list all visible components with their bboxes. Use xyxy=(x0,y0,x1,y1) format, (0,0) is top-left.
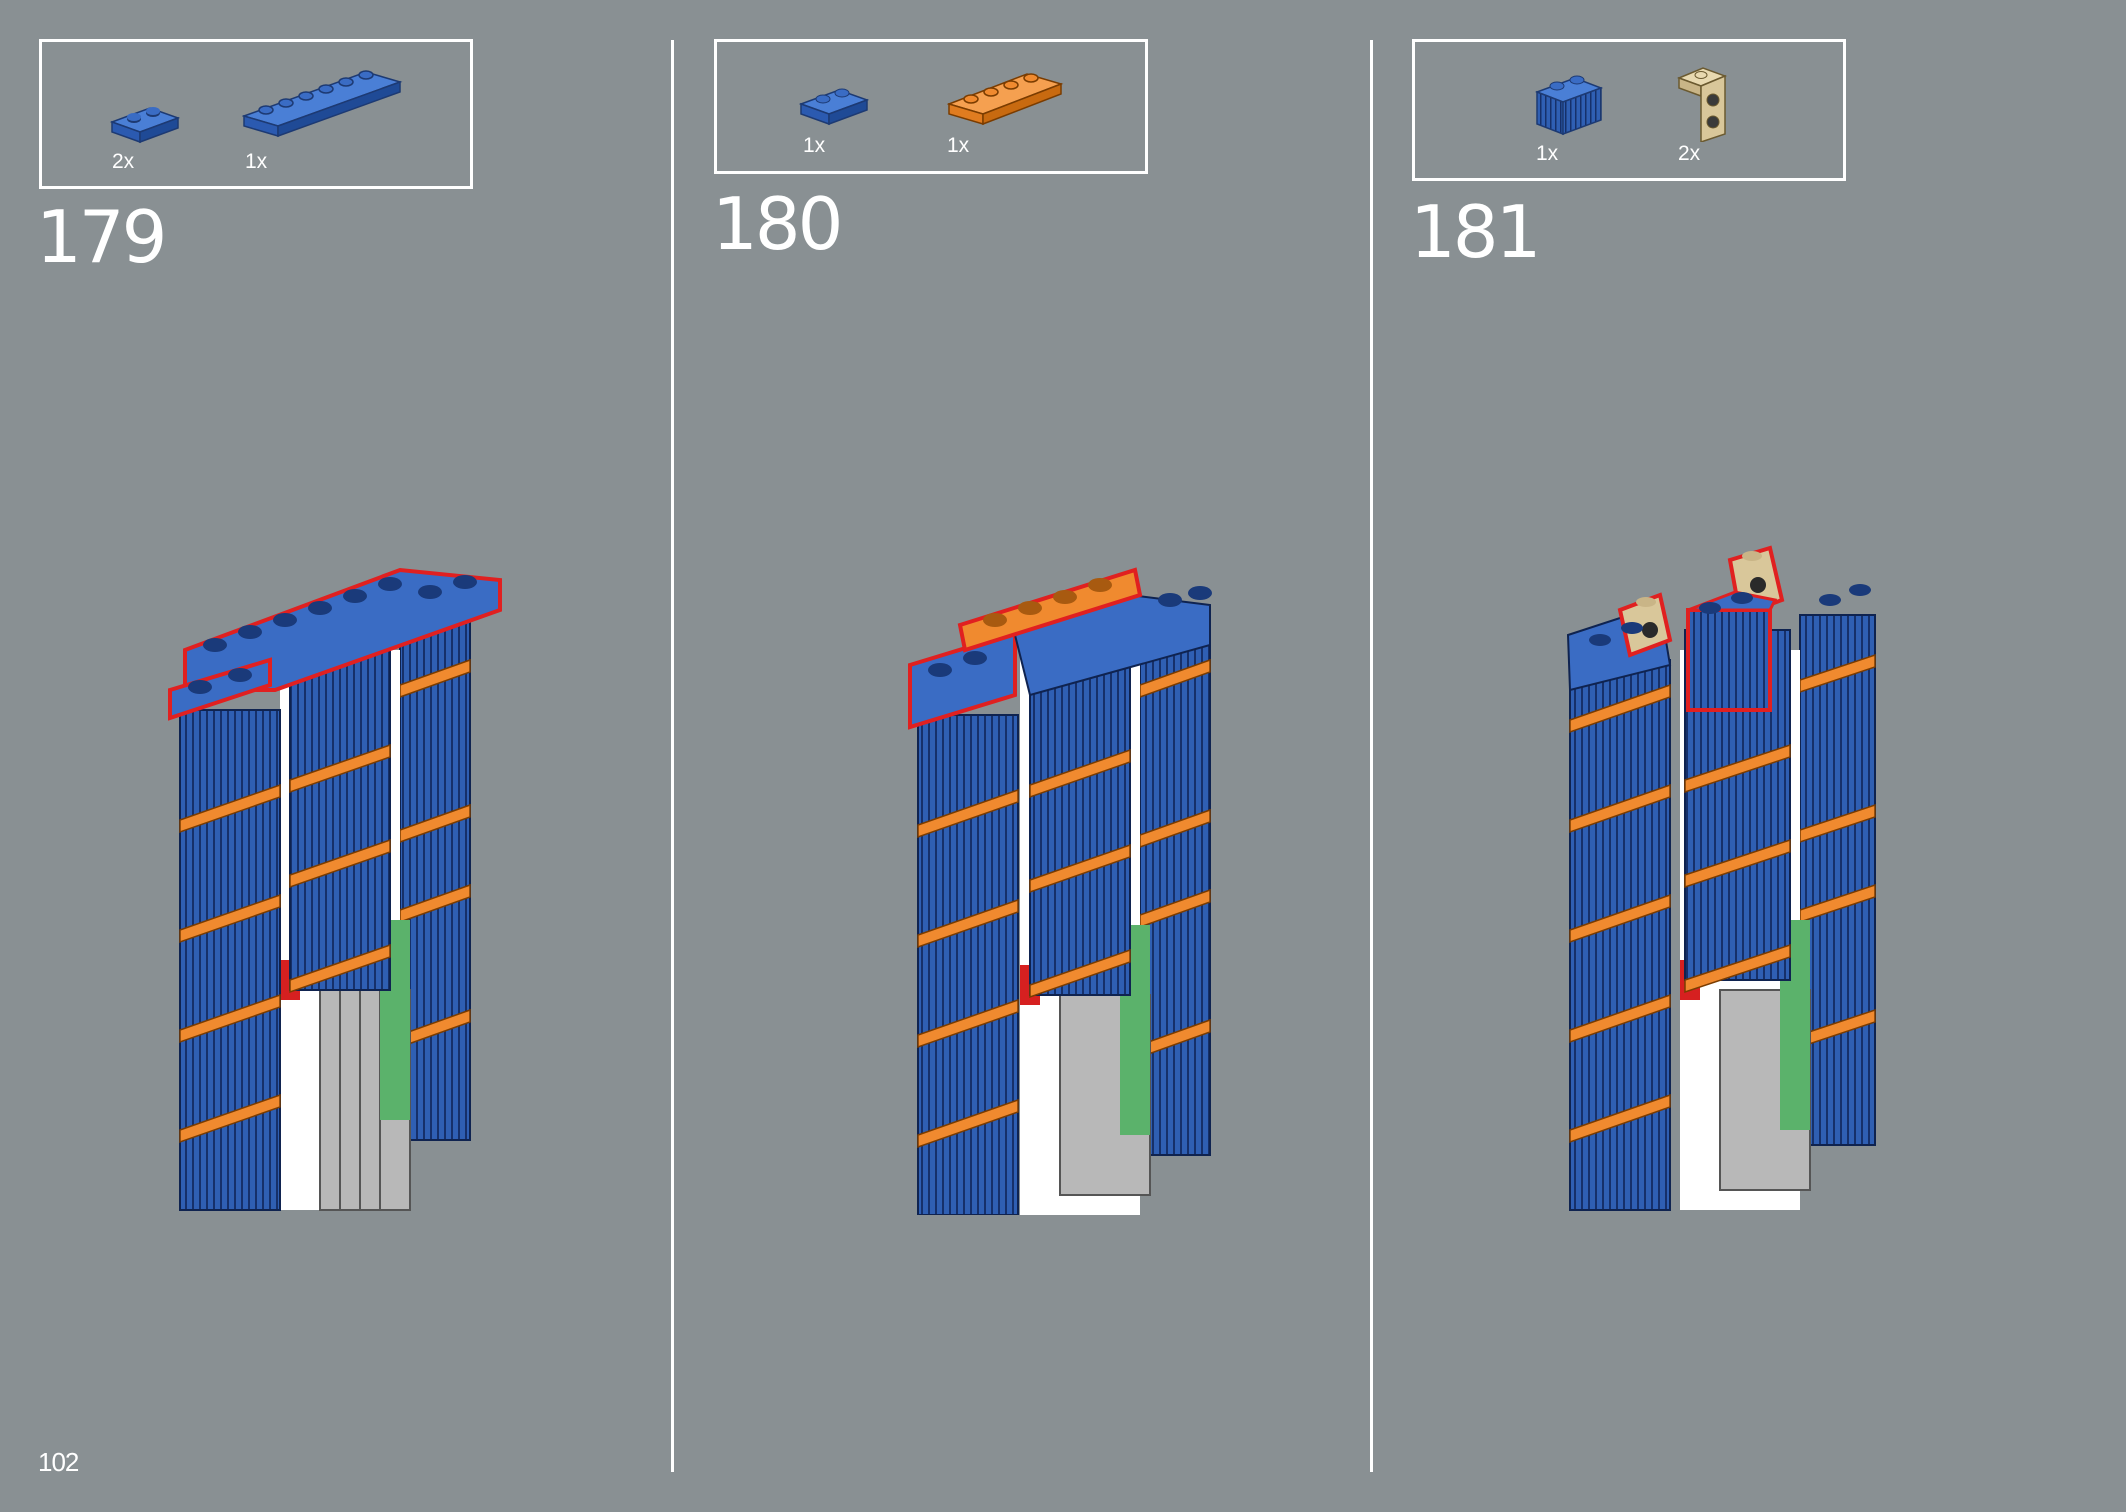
step-divider xyxy=(671,40,674,1472)
assembly-model-step-180 xyxy=(908,567,1212,1215)
part-qty: 2x xyxy=(1678,142,1701,165)
part-qty: 1x xyxy=(947,134,970,157)
blue-plate-1x6-icon xyxy=(242,70,403,138)
part-qty: 1x xyxy=(1536,142,1559,165)
blue-grille-brick-1x2-icon xyxy=(1535,75,1604,136)
parts-callout-step-181: 1x 2x xyxy=(1412,39,1846,181)
blue-plate-1x2-icon xyxy=(799,88,869,126)
part-qty: 2x xyxy=(112,150,135,173)
part-qty: 1x xyxy=(245,150,268,173)
part-qty: 1x xyxy=(803,134,826,157)
orange-plate-1x4-icon xyxy=(947,73,1064,126)
assembly-model-step-179 xyxy=(168,567,502,1211)
assembly-model-step-181 xyxy=(1566,545,1876,1211)
parts-callout-step-179: 2x 1x xyxy=(39,39,473,189)
step-number: 181 xyxy=(1410,190,1541,274)
step-number: 180 xyxy=(712,182,843,266)
page-number: 102 xyxy=(38,1447,79,1477)
step-number: 179 xyxy=(36,195,167,279)
step-divider xyxy=(1370,40,1373,1472)
blue-plate-1x2-icon xyxy=(110,107,180,144)
parts-callout-step-180: 1x 1x xyxy=(714,39,1148,174)
tan-bracket-1x1-icon xyxy=(1676,67,1728,142)
